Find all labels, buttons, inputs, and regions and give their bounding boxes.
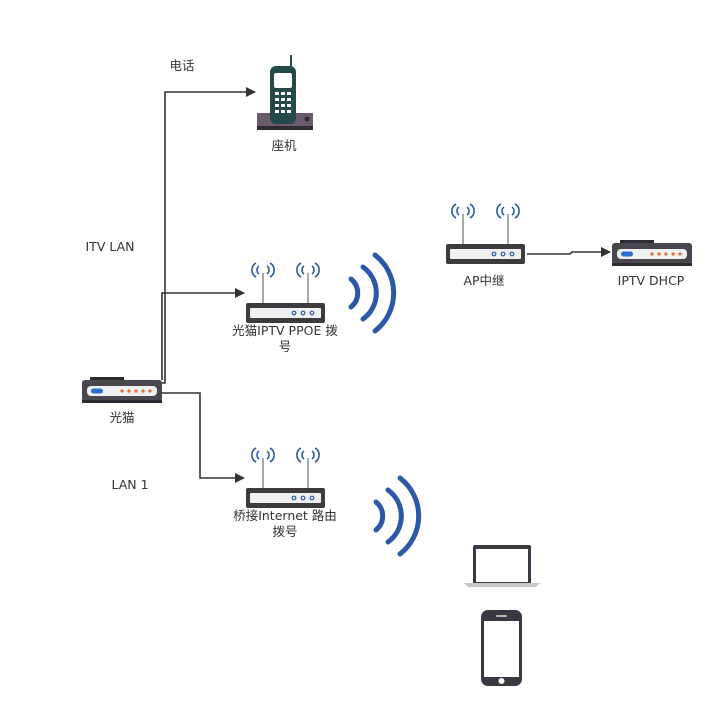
- iptv-dhcp-label: IPTV DHCP: [617, 273, 685, 288]
- wifi-waves-icon: [351, 255, 394, 331]
- landline-label: 座机: [271, 138, 297, 153]
- ap-repeater-label: AP中继: [463, 273, 505, 288]
- iptv-router-label-line1: 光猫IPTV PPOE 拨: [232, 323, 338, 338]
- phone-link-label: 电话: [169, 58, 195, 73]
- connector-ap-to-dhcp: [527, 247, 611, 257]
- ap-repeater-icon: [445, 203, 526, 265]
- bridge-router-label-line1: 桥接Internet 路由: [233, 508, 337, 523]
- iptv-router-label-line2: 号: [278, 339, 292, 354]
- bridge-router-icon: [245, 447, 326, 509]
- smartphone-icon: [481, 610, 522, 686]
- iptv-router-icon: [245, 262, 326, 324]
- landline-phone-icon: [257, 55, 313, 130]
- optical-modem-label: 光猫: [109, 410, 135, 425]
- laptop-icon: [464, 545, 540, 587]
- itv-lan-label: ITV LAN: [85, 239, 135, 254]
- bridge-router-label-line2: 拨号: [272, 524, 298, 539]
- iptv-dhcp-box-icon: [612, 240, 692, 266]
- optical-modem-icon: [82, 377, 162, 403]
- connector-to-iptv-router: [161, 288, 245, 380]
- wifi-waves-icon: [376, 478, 419, 554]
- connector-to-bridge-router: [162, 392, 245, 483]
- lan1-label: LAN 1: [111, 477, 149, 492]
- connector-to-landline: [162, 87, 256, 384]
